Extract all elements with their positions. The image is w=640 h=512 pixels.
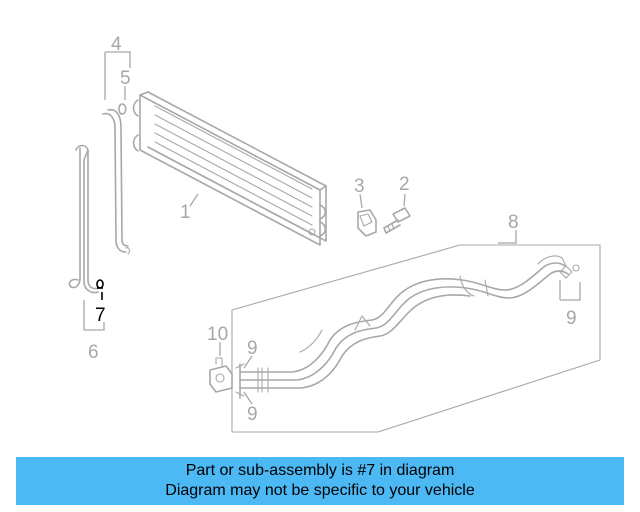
callout-1: 1 <box>180 202 191 223</box>
cooler-pipe-right-part <box>102 108 131 255</box>
cooler-lines-panel <box>231 244 601 433</box>
fitting-part-9-right <box>559 264 580 279</box>
callout-5: 5 <box>120 68 131 89</box>
callout-9-lower: 9 <box>247 404 258 425</box>
callout-8: 8 <box>508 212 519 233</box>
bolt-part <box>383 207 411 234</box>
cooler-pipe-left-part <box>68 144 99 294</box>
callout-2: 2 <box>399 174 410 195</box>
parts-diagram: 4 5 1 3 2 8 7 6 9 10 9 9 <box>68 34 601 433</box>
callout-4: 4 <box>111 34 122 55</box>
bracket-clip-part <box>357 209 377 237</box>
callout-7: 7 <box>95 305 106 326</box>
cooler-hose-assembly-part <box>239 255 569 393</box>
callout-6: 6 <box>88 342 99 363</box>
fitting-part-9-left <box>235 363 245 399</box>
leader-lines <box>83 51 581 405</box>
callout-3: 3 <box>354 176 365 197</box>
info-banner: Part or sub-assembly is #7 in diagram Di… <box>16 457 624 505</box>
callout-10: 10 <box>207 324 228 345</box>
banner-line-disclaimer: Diagram may not be specific to your vehi… <box>165 482 475 499</box>
oring-part-7 <box>96 279 104 289</box>
callout-9-right: 9 <box>566 308 577 329</box>
callout-9-upper: 9 <box>247 338 258 359</box>
oil-cooler-part <box>132 91 327 246</box>
clip-part-5 <box>118 103 127 115</box>
banner-line-part-info: Part or sub-assembly is #7 in diagram <box>185 462 455 479</box>
connector-part-10 <box>209 357 233 393</box>
callout-labels: 4 5 1 3 2 8 7 6 9 10 9 9 <box>88 34 577 425</box>
